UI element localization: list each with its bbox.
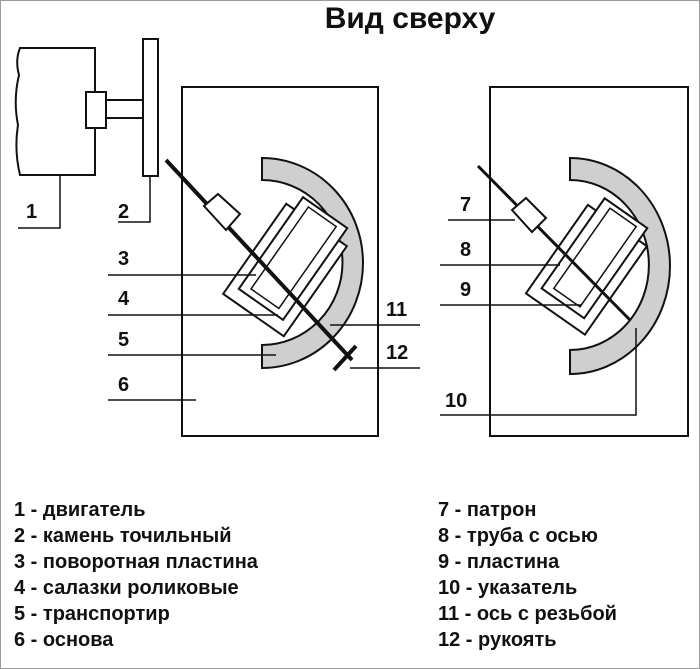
- label-10: 10: [445, 390, 467, 412]
- legend-item: 4 - салазки роликовые: [14, 577, 239, 599]
- label-11: 11: [386, 299, 407, 321]
- sharpener-diagram: 1 2 3 4 5 6 7 8 9 10 11 12: [14, 38, 689, 437]
- legend-item: 6 - основа: [14, 629, 114, 651]
- motor-shape: [14, 47, 147, 176]
- right-rotating-assembly: [524, 196, 649, 337]
- label-6: 6: [118, 374, 129, 396]
- legend-item: 8 - труба с осью: [438, 525, 598, 547]
- legend-item: 11 - ось с резьбой: [438, 603, 617, 625]
- label-8: 8: [460, 239, 471, 261]
- label-5: 5: [118, 329, 129, 351]
- legend-item: 9 - пластина: [438, 551, 560, 573]
- legend-item: 12 - рукоять: [438, 629, 557, 651]
- legend-left: 1 - двигатель 2 - камень точильный 3 - п…: [14, 497, 258, 653]
- label-3: 3: [118, 248, 129, 270]
- legend-item: 10 - указатель: [438, 577, 578, 599]
- label-12: 12: [386, 342, 408, 364]
- legend-item: 1 - двигатель: [14, 499, 146, 521]
- label-9: 9: [460, 279, 471, 301]
- grinding-stone-shape: [142, 38, 159, 177]
- leader-lines: [18, 175, 637, 416]
- right-axis-chuck: [476, 164, 632, 322]
- left-axis-chuck: [164, 158, 358, 372]
- legend-item: 2 - камень точильный: [14, 525, 232, 547]
- label-2: 2: [118, 201, 129, 223]
- label-4: 4: [118, 288, 130, 310]
- legend-item: 3 - поворотная пластина: [14, 551, 258, 573]
- label-1: 1: [26, 201, 37, 223]
- label-7: 7: [460, 194, 471, 216]
- diagram-title: Вид сверху: [324, 2, 496, 35]
- legend-item: 5 - транспортир: [14, 603, 170, 625]
- legend-item: 7 - патрон: [438, 499, 537, 521]
- legend-right: 7 - патрон 8 - труба с осью 9 - пластина…: [438, 497, 617, 653]
